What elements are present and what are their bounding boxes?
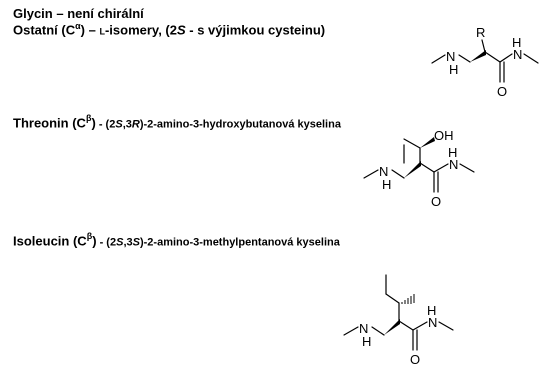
n-methyl-bond [459,163,475,173]
ile-s-config: S [116,236,124,249]
generic-amino-acid-structure: R N H H N O [431,25,539,99]
threonine-mid: - (2 [95,118,116,131]
ile-comma: ,3 [123,236,133,249]
threonine-line: Threonin (Cβ) - (2S,3R)-2-amino-3-hydrox… [13,113,341,132]
isoleucine-line: Isoleucin (Cβ) - (2S,3S)-2-amino-3-methy… [13,231,340,250]
methyl-n-bond [431,54,446,64]
l-config: l [99,22,105,38]
wedge-bond-calpha [404,161,421,178]
others-line: Ostatní (Cα) – l-isomery, (2S - s výjimk… [13,21,325,37]
isoleucine-name: Isoleucin (C [13,233,87,249]
h-left-label: H [382,177,391,192]
oh-label: OH [434,128,454,143]
wedge-bond-oh [420,137,435,148]
methyl-n-bond [343,326,359,336]
o-label: O [410,352,420,367]
n-calpha-bond [458,54,471,63]
r-bond [481,39,486,53]
n-left-label: N [379,164,388,179]
r-label: R [476,25,485,40]
n-right-label: N [428,315,437,330]
threonine-name: Threonin (C [13,115,86,131]
n-right-label: N [513,47,522,62]
n-left-label: N [446,49,455,64]
carbonyl-n-bond [499,53,513,63]
o-label: O [431,194,441,209]
h-right-label: H [448,145,457,160]
carbonyl-n-bond [412,321,428,331]
threonine-close: ) [91,115,96,131]
thr-s-config: S [115,118,123,131]
n-methyl-bond [438,321,454,331]
beta-sup-ile: β [86,231,93,241]
thr-comma: ,3 [122,118,132,131]
others-prefix: Ostatní (C [13,22,76,38]
wedge-bond [470,50,486,62]
cbeta-methyl-bond [403,138,421,149]
n-calpha-bond [391,169,405,179]
o-label: O [497,84,507,99]
threonine-rest: )-2-amino-3-hydroxybutanová kyselina [139,118,341,131]
calpha-carbonyl-bond [419,162,435,173]
thr-r-config: R [131,118,140,131]
wedge-bond-calpha [384,319,400,335]
alpha-sup: α [75,21,81,31]
n-right-label: N [449,157,458,172]
h-right-label: H [512,35,521,50]
h-right-label: H [427,303,436,318]
calpha-carbonyl-bond [398,320,414,331]
n-calpha-bond [371,326,385,336]
h-left-label: H [362,334,371,349]
h-left-label: H [449,62,458,77]
methyl-n-bond [363,169,379,179]
isoleucine-structure: N H H N O [343,274,454,367]
isoleucine-rest: )-2-amino-3-methylpentanová kyselina [139,236,340,249]
carbonyl-n-bond [433,163,449,173]
threonine-structure: OH N H H N O [363,128,475,209]
s-config: S [176,22,186,38]
n-left-label: N [359,321,368,336]
cbeta-cgamma-bond [385,293,400,304]
isoleucine-close: ) [92,233,97,249]
others-mid2: -isomery, (2 [104,22,177,38]
glycine-text: Glycin – není chirální [13,6,144,21]
beta-sup-thr: β [85,113,92,123]
n-methyl-bond [523,53,539,64]
others-tail: - s výjimkou cysteinu) [185,22,326,38]
glycine-line: Glycin – není chirální [13,6,144,21]
calpha-carbonyl-bond [484,51,501,63]
ile-s2-config: S [132,236,140,249]
isoleucine-mid: - (2 [96,236,117,249]
hashed-wedge-bond [401,294,415,304]
others-mid: ) – [80,22,100,38]
